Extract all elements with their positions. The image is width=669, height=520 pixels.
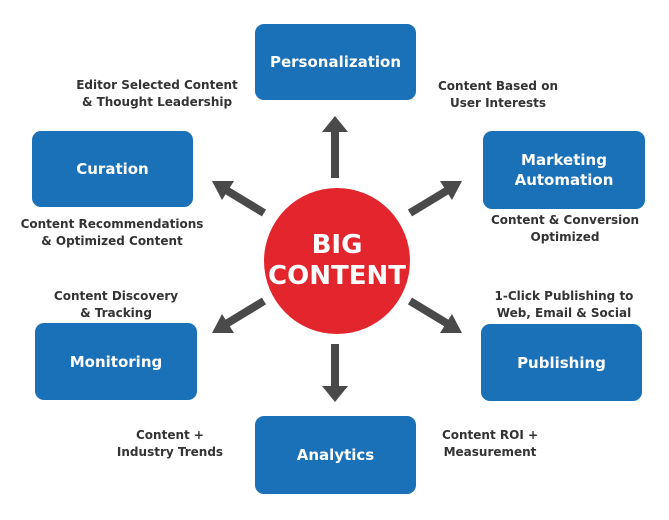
analytics-box: Analytics: [255, 416, 416, 494]
arrow-to-analytics: [322, 344, 348, 402]
arrow-to-curation: [212, 181, 267, 217]
monitoring-box: Monitoring: [35, 323, 197, 400]
curation-label: Curation: [76, 160, 149, 178]
publishing-box: Publishing: [481, 324, 642, 401]
marketing-automation-note: Content & Conversion Optimized: [490, 213, 640, 244]
marketing-automation-box: Marketing Automation: [483, 131, 645, 209]
personalization-note: Content Based on User Interests: [437, 79, 558, 110]
curation-note: Editor Selected Content & Thought Leader…: [76, 78, 238, 109]
analytics-label: Analytics: [296, 446, 375, 464]
arrow-to-publishing: [407, 297, 462, 333]
personalization-box: Personalization: [255, 24, 416, 100]
monitoring-note: Content Discovery & Tracking: [53, 289, 179, 320]
monitoring-label: Monitoring: [69, 352, 163, 371]
arrow-to-marketing-automation: [407, 181, 462, 217]
industry-trends-note: Content + Industry Trends: [116, 428, 224, 459]
publishing-note: 1-Click Publishing to Web, Email & Socia…: [494, 289, 634, 320]
personalization-label: Personalization: [269, 53, 402, 71]
arrow-to-monitoring: [212, 297, 267, 333]
publishing-label: Publishing: [517, 353, 606, 372]
analytics-note: Content ROI + Measurement: [441, 428, 539, 459]
curation-box: Curation: [32, 131, 193, 207]
big-content-circle: BIG CONTENT: [264, 188, 410, 334]
big-content-label: BIG CONTENT: [268, 230, 406, 291]
arrow-to-personalization: [322, 116, 348, 178]
curation-recommendations-note: Content Recommendations & Optimized Cont…: [20, 217, 204, 248]
marketing-automation-label: Marketing Automation: [514, 151, 614, 189]
